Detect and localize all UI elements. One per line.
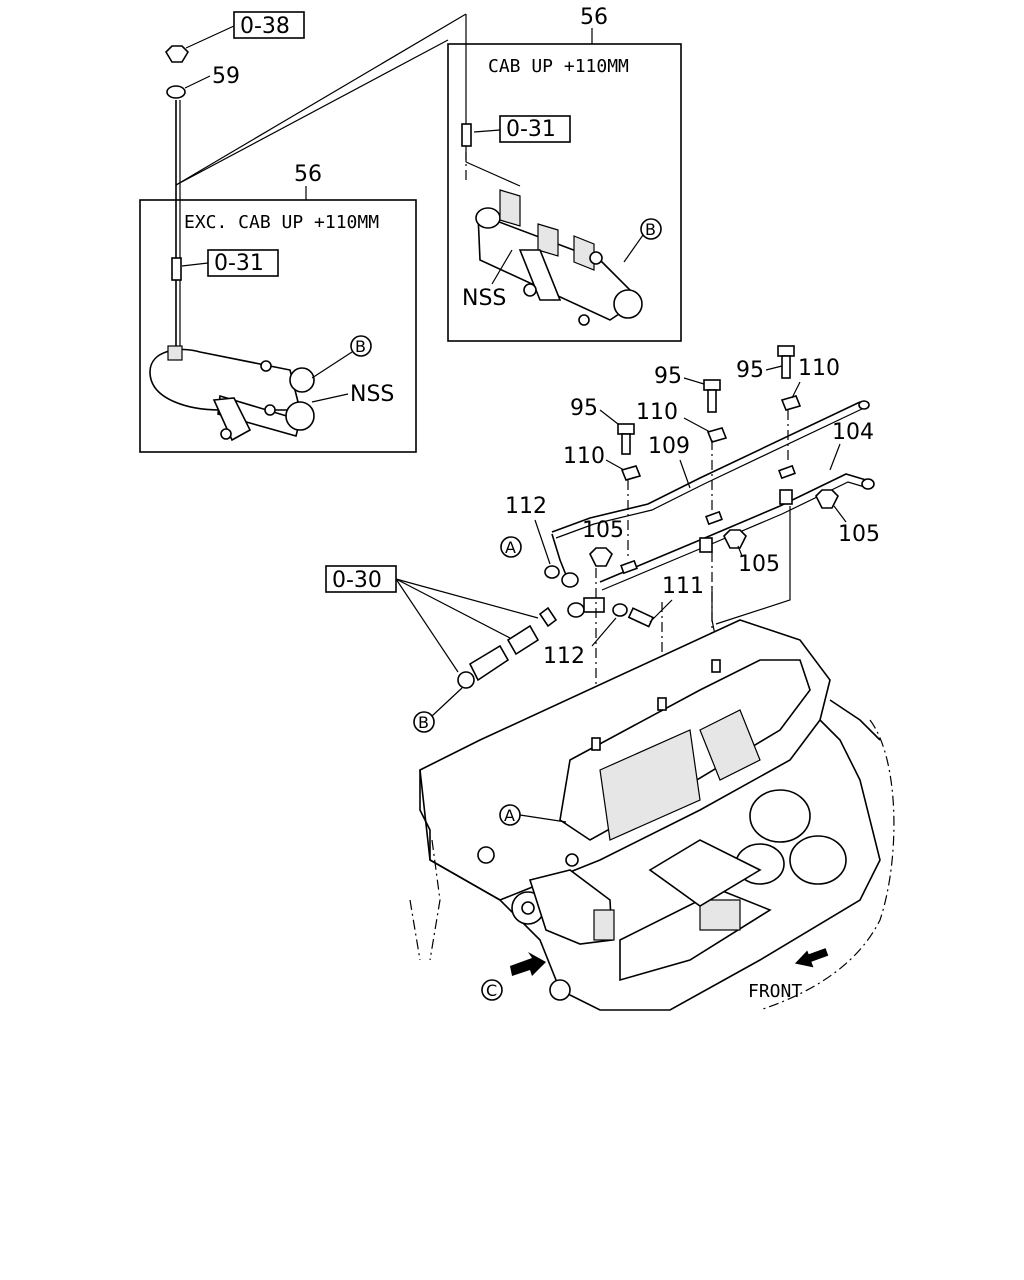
part-104-label: 104 [832,420,874,445]
ref-031-top-label: 0-31 [506,117,556,142]
part-56-top-label: 56 [580,5,608,30]
ref-038-label: 0-38 [240,14,290,39]
nss-top-label: NSS [462,286,506,311]
washer-112-b-icon [612,603,628,617]
ref-038-box: 0-38 [233,11,305,39]
ref-031-left-box: 0-31 [207,249,279,277]
part-105-a-label: 105 [582,518,624,543]
cab-up-box [447,43,682,342]
part-112-a-label: 112 [505,494,547,519]
circle-c-label: C [486,981,497,1000]
exc-cab-up-box [139,199,417,453]
clip-icon [166,85,186,99]
circle-c [481,979,503,1001]
circle-b-bottom [413,711,435,733]
part-56-left-label: 56 [294,162,322,187]
part-110-b-label: 110 [636,400,678,425]
part-95-c-label: 95 [736,358,764,383]
washer-110-b-icon [706,427,728,443]
circle-b-top [640,218,662,240]
washer-110-a-icon [620,465,642,481]
part-95-b-label: 95 [654,364,682,389]
hose-icon [457,606,558,689]
nut-105-c-icon [815,489,839,509]
ref-030-label: 0-30 [332,568,382,593]
bolt-95-a-icon [617,423,635,455]
part-110-a-label: 110 [563,444,605,469]
bolt-111-icon [627,607,655,628]
part-95-a-label: 95 [570,396,598,421]
ref-031-left-label: 0-31 [214,251,264,276]
pipe-109 [551,400,870,581]
bolt-95-c-icon [777,345,795,379]
arrow-c-icon [510,952,546,976]
nut-icon [164,45,190,63]
manifold-pipe-left [149,345,315,442]
part-109-label: 109 [648,434,690,459]
circle-a-top [500,536,522,558]
circle-a-top-label: A [505,538,516,557]
exc-cab-up-label: EXC. CAB UP +110MM [184,212,379,233]
pipe-104 [599,473,875,591]
bolt-95-b-icon [703,379,721,413]
nut-105-a-icon [589,547,613,567]
part-105-b-label: 105 [738,552,780,577]
circle-b-top-label: B [645,220,656,239]
front-arrow-icon [794,948,829,968]
circle-b-left-label: B [355,337,366,356]
part-111-label: 111 [662,574,704,599]
manifold-pipe-top [475,189,643,326]
part-112-b-label: 112 [543,644,585,669]
circle-b-left [350,335,372,357]
part-59-label: 59 [212,64,240,89]
cab-up-label: CAB UP +110MM [488,56,629,77]
ref-031-top-box: 0-31 [499,115,571,143]
front-label: FRONT [748,981,802,1002]
part-105-c-label: 105 [838,522,880,547]
nss-left-label: NSS [350,382,394,407]
circle-a-engine-label: A [504,806,515,825]
washer-110-c-icon [780,395,802,411]
part-110-c-label: 110 [798,356,840,381]
nut-105-b-icon [723,529,747,549]
circle-b-bottom-label: B [418,713,429,732]
ref-030-box: 0-30 [325,565,397,593]
washer-112-a-icon [544,565,560,579]
engine-block [409,619,895,1011]
